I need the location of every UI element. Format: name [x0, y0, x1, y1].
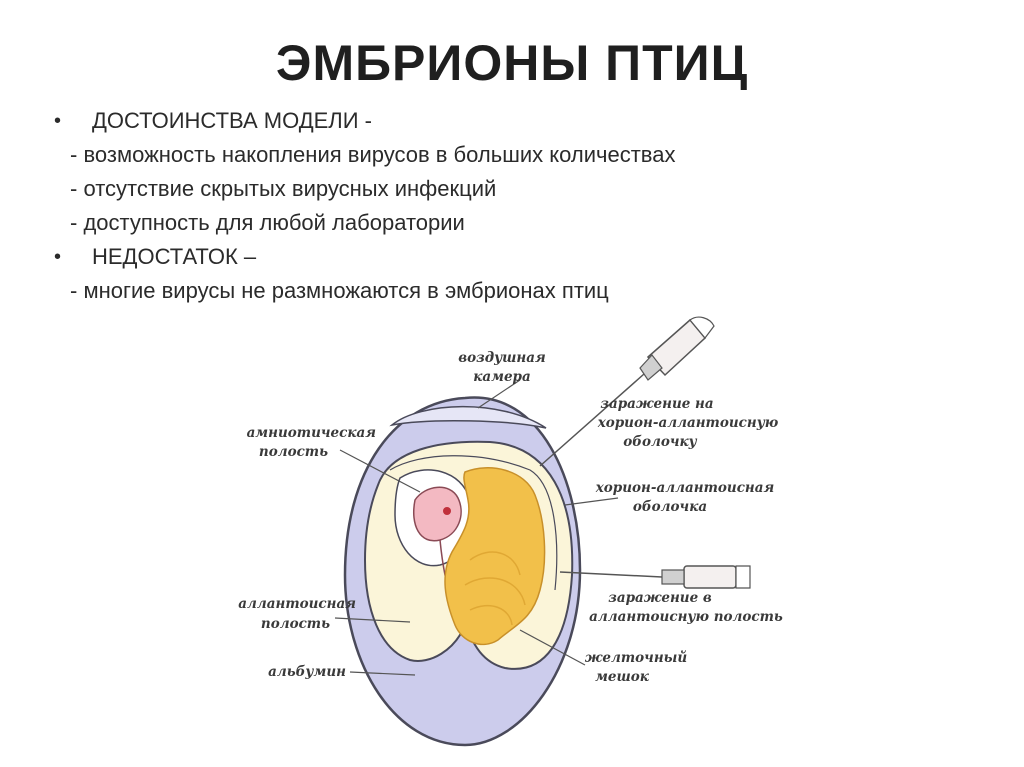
page-title: ЭМБРИОНЫ ПТИЦ	[275, 35, 749, 91]
syringe-bottom-icon	[559, 565, 751, 589]
yolk-sac	[444, 467, 546, 646]
label-infection-allantois: аллантоисную полость	[589, 609, 783, 625]
merit-item: - возможность накопления вирусов в больш…	[70, 142, 676, 167]
embryo	[413, 486, 462, 542]
label-yolk-sac: желточный	[585, 650, 688, 666]
list-item: • ДОСТОИНСТВА МОДЕЛИ -	[54, 104, 954, 138]
bullet-marker: •	[54, 110, 62, 132]
label-air-chamber: камера	[473, 369, 531, 385]
label-infection-chorion: хорион-аллантоисную	[597, 415, 779, 431]
chorion-membrane-line	[389, 455, 558, 591]
drawback-item: - многие вирусы не размножаются в эмбрио…	[70, 278, 609, 303]
label-amniotic-cavity: полость	[259, 444, 328, 460]
label-infection-chorion: оболочку	[623, 434, 697, 450]
merit-item: - отсутствие скрытых вирусных инфекций	[70, 176, 497, 201]
list-item: • НЕДОСТАТОК –	[54, 240, 954, 274]
syringe-top-icon	[539, 316, 715, 467]
embryo-eye	[443, 507, 451, 515]
yolk-texture	[464, 551, 526, 626]
label-infection-allantois: заражение в	[608, 590, 712, 606]
merits-heading: ДОСТОИНСТВА МОДЕЛИ -	[92, 108, 372, 133]
label-yolk-sac: мешок	[595, 669, 650, 685]
list-item: - возможность накопления вирусов в больш…	[54, 138, 954, 172]
label-chorion-membrane: хорион-аллантоисная	[595, 480, 775, 496]
label-amniotic-cavity: амниотическая	[247, 425, 376, 441]
label-air-chamber: воздушная	[458, 350, 546, 366]
air-chamber	[391, 405, 547, 429]
list-item: - доступность для любой лаборатории	[54, 206, 954, 240]
label-allantoic-cavity: полость	[261, 616, 330, 632]
leader-lines	[334, 379, 619, 676]
label-allantoic-cavity: аллантоисная	[238, 596, 356, 612]
bullet-marker: •	[54, 246, 62, 268]
label-albumin: альбумин	[268, 664, 346, 680]
list-item: - многие вирусы не размножаются в эмбрио…	[54, 274, 954, 308]
label-chorion-membrane: оболочка	[633, 499, 707, 515]
list-item: - отсутствие скрытых вирусных инфекций	[54, 172, 954, 206]
merit-item: - доступность для любой лаборатории	[70, 210, 465, 235]
bullet-list: • ДОСТОИНСТВА МОДЕЛИ - - возможность нак…	[54, 104, 954, 308]
label-infection-chorion: заражение на	[600, 396, 713, 412]
drawback-heading: НЕДОСТАТОК –	[92, 244, 257, 269]
